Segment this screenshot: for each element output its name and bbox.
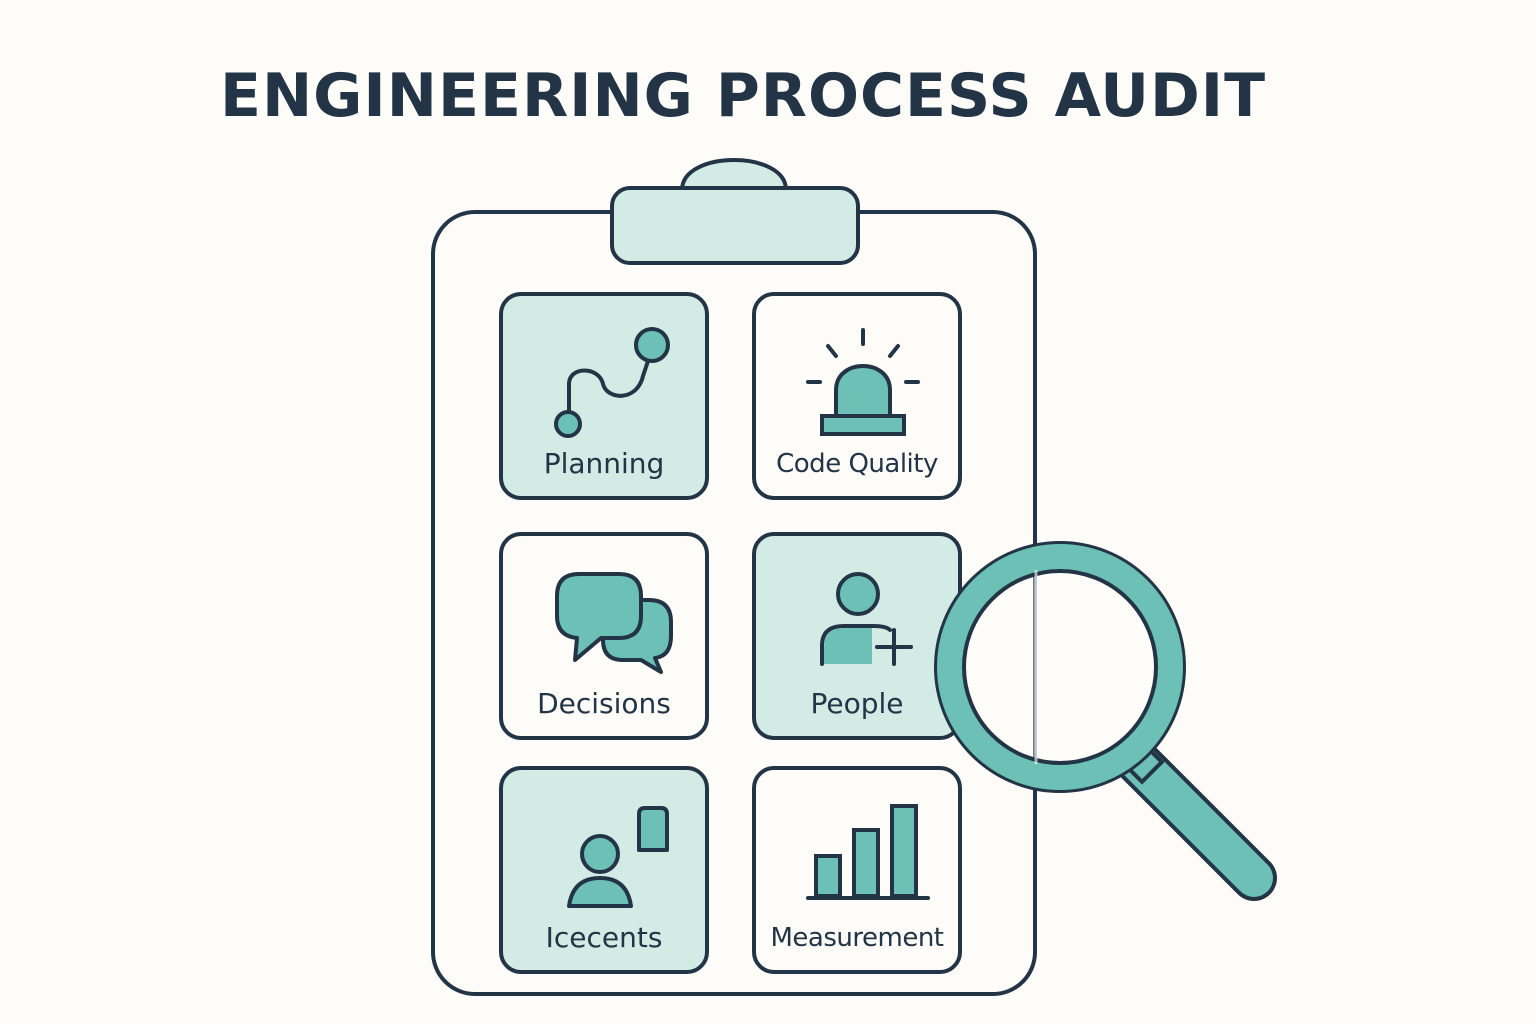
tile-label: Measurement — [770, 923, 945, 953]
chat-bubbles-icon — [555, 572, 673, 674]
tile-label: Code Quality — [776, 449, 938, 479]
roadmap-path-icon — [554, 327, 670, 438]
page-title: ENGINEERING PROCESS AUDIT — [219, 61, 1267, 131]
tile-measurement[interactable]: Measurement — [752, 766, 962, 974]
tile-planning[interactable]: Planning — [499, 292, 709, 500]
add-person-icon — [820, 572, 913, 666]
tile-label: Icecents — [545, 921, 663, 954]
tile-code-quality[interactable]: Code Quality — [752, 292, 962, 500]
tile-label: People — [810, 687, 904, 720]
tile-decisions[interactable]: Decisions — [499, 532, 709, 740]
person-with-note-icon — [567, 806, 669, 908]
tile-label: Planning — [543, 447, 665, 480]
alert-siren-icon — [806, 328, 920, 436]
tile-icecents[interactable]: Icecents — [499, 766, 709, 974]
tile-people[interactable]: People — [752, 532, 962, 740]
tile-label: Decisions — [537, 687, 671, 720]
bar-chart-icon — [806, 804, 930, 900]
